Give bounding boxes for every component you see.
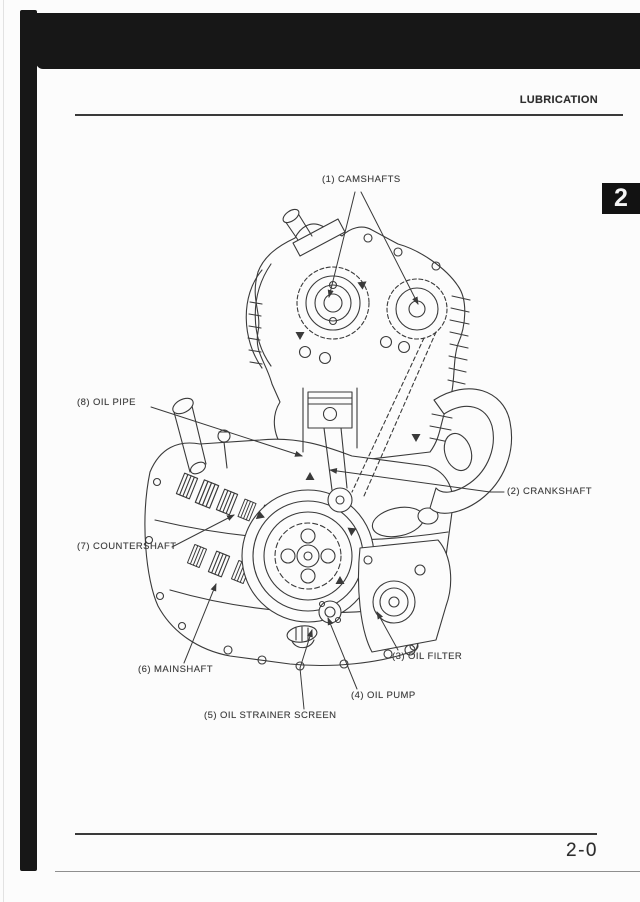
callout-oil-pipe: (8) OIL PIPE: [77, 397, 136, 408]
exhaust-duct: [429, 388, 513, 514]
chapter-tab: 2: [602, 183, 640, 214]
callout-oil-filter: (3) OIL FILTER: [392, 651, 463, 662]
callout-mainshaft: (6) MAINSHAFT: [138, 664, 213, 675]
callout-oil-pump: (4) OIL PUMP: [351, 690, 416, 701]
callout-oil-strainer-screen: (5) OIL STRAINER SCREEN: [204, 710, 337, 721]
scan-edge-line: [3, 0, 4, 902]
callout-camshafts: (1) CAMSHAFTS: [322, 174, 401, 185]
oil-pump: [318, 600, 342, 624]
cylinder-head: [245, 208, 471, 469]
piston-cutaway: [302, 331, 437, 513]
callout-countershaft: (7) COUNTERSHAFT: [77, 541, 177, 552]
header-rule: [75, 114, 623, 116]
oil-filter: [372, 580, 416, 624]
oil-flow-arrows: [255, 281, 421, 584]
leader-lines: [150, 191, 505, 710]
footer-rule: [75, 833, 597, 835]
camshaft-sprockets: [296, 266, 448, 365]
page-header-title: LUBRICATION: [519, 94, 598, 106]
page-number: 2-0: [566, 840, 598, 861]
clutch-assembly: [241, 489, 375, 623]
top-black-bar: [36, 13, 640, 69]
callout-crankshaft: (2) CRANKSHAFT: [507, 486, 592, 497]
page-bottom-edge: [55, 871, 640, 872]
chapter-tab-number: 2: [614, 184, 628, 212]
left-black-bar: [20, 10, 37, 871]
